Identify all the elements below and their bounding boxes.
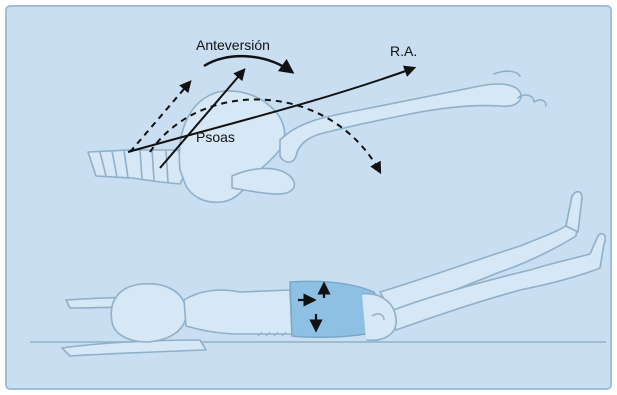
- label-psoas: Psoas: [196, 129, 235, 145]
- label-anteversion: Anteversión: [196, 37, 270, 53]
- label-ra: R.A.: [390, 43, 417, 59]
